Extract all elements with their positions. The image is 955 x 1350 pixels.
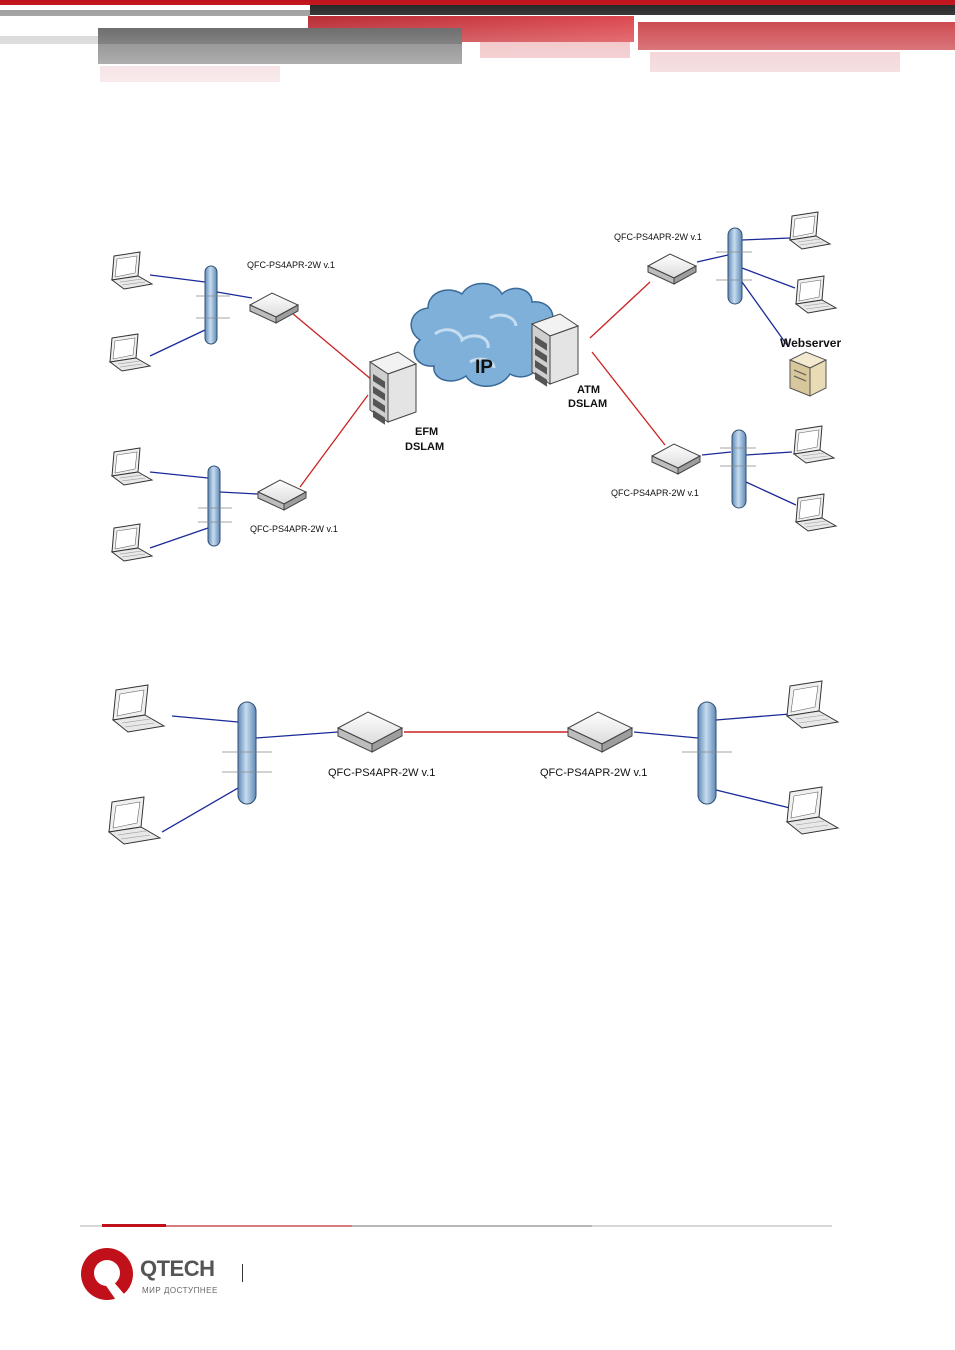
laptop-icon [796,494,836,531]
modem-label-left-upper: QFC-PS4APR-2W v.1 [247,260,335,270]
laptop-icon [794,426,834,463]
laptop-icon [787,681,838,728]
efm-atm-network-diagram: IP [0,180,955,580]
modem-icon [250,293,298,323]
laptop-icon [110,334,150,371]
atm-dslam-label-line2: DSLAM [568,398,607,410]
qtech-logo-icon [80,1246,140,1306]
efm-dslam-icon [370,352,416,425]
modem-icon [338,712,402,752]
modem-label-bottom-left: QFC-PS4APR-2W v.1 [328,767,435,779]
brand-tagline: МИР ДОСТУПНЕЕ [142,1286,218,1295]
efm-dslam-label-line2: DSLAM [405,441,444,453]
ip-cloud-label: IP [475,357,493,378]
laptop-icon [112,524,152,561]
brand-logo: QTECH МИР ДОСТУПНЕЕ [80,1246,280,1306]
webserver-icon [790,352,826,396]
modem-label-bottom-right: QFC-PS4APR-2W v.1 [540,767,647,779]
hub-bottom-left [222,702,272,804]
modem-label-left-lower: QFC-PS4APR-2W v.1 [250,524,338,534]
laptop-icon [787,787,838,834]
modem-label-right-lower: QFC-PS4APR-2W v.1 [611,488,699,498]
webserver-label: Webserver [780,336,841,350]
laptop-icon [109,797,160,844]
efm-dslam-label-line1: EFM [415,426,438,438]
modem-icon [568,712,632,752]
modem-icon [652,444,700,474]
laptop-icon [113,685,164,732]
laptop-icon [790,212,830,249]
laptop-icon [796,276,836,313]
laptop-icon [112,252,152,289]
brand-name: QTECH [140,1256,215,1282]
atm-dslam-label-line1: ATM [577,384,600,396]
modem-icon [648,254,696,284]
footer-rule [80,1224,832,1228]
modem-icon [258,480,306,510]
header-banner [0,0,955,140]
atm-dslam-icon [532,314,578,387]
hub-bottom-right [682,702,732,804]
point-to-point-diagram: QFC-PS4APR-2W v.1 QFC-PS4APR-2W v.1 [0,650,955,860]
hub-right-lower [720,430,756,508]
laptop-icon [112,448,152,485]
logo-divider [242,1264,243,1282]
modem-label-right-upper: QFC-PS4APR-2W v.1 [614,232,702,242]
